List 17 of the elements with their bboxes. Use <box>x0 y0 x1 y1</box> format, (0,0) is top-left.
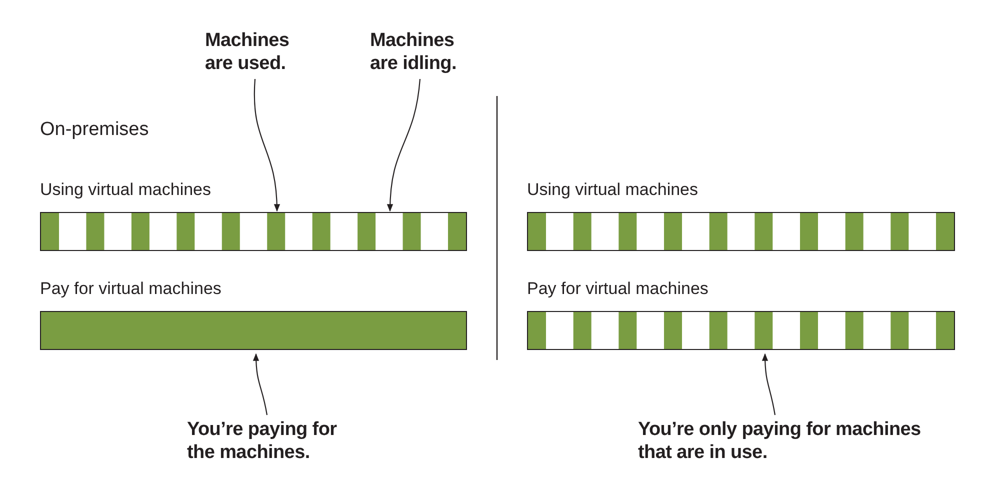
usage-bar <box>40 212 467 251</box>
usage-bar <box>527 212 955 251</box>
row-label: Pay for virtual machines <box>527 279 708 299</box>
leader-line <box>254 78 280 212</box>
payment-bar <box>40 311 467 350</box>
row-label: Pay for virtual machines <box>40 279 222 299</box>
leader-line <box>253 353 268 416</box>
row-label: Using virtual machines <box>527 180 698 200</box>
callout-text: You’re paying for the machines. <box>187 418 357 464</box>
callout-text: Machines are idling. <box>370 29 470 75</box>
callout-text: Machines are used. <box>205 29 305 75</box>
callout-text: You’re only paying for machines that are in use. <box>638 418 948 464</box>
leader-line <box>762 353 776 416</box>
leader-line <box>387 78 421 212</box>
row-label: Using virtual machines <box>40 180 212 200</box>
section-title: On-premises <box>40 119 149 141</box>
payment-bar <box>527 311 955 350</box>
